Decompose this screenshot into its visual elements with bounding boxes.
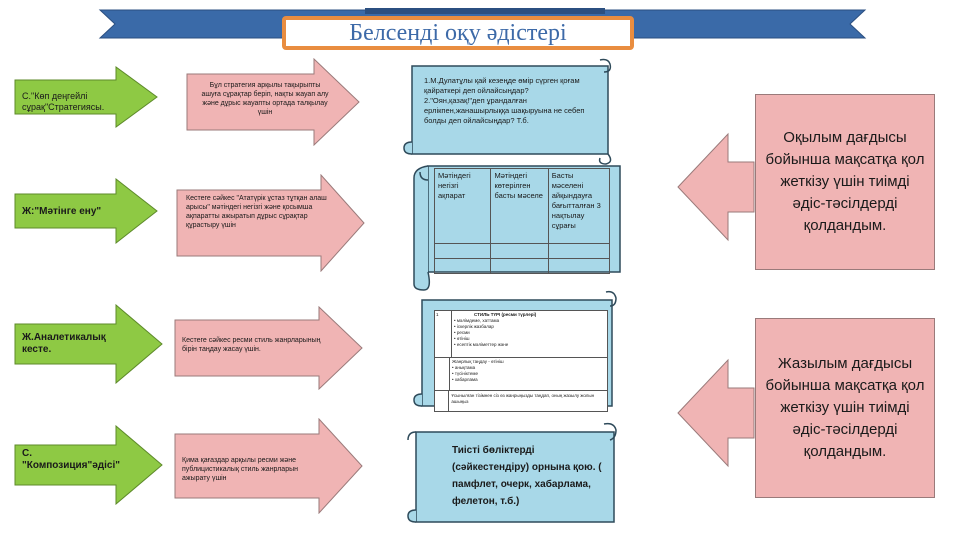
scroll-2-cell bbox=[433, 258, 492, 274]
scroll-3-row1-item: • іскерлік жазбалар bbox=[454, 324, 494, 329]
scroll-3-row2-item: • хабарлама bbox=[452, 377, 478, 382]
green-arrow-2 bbox=[14, 178, 158, 244]
pink-arrow-3 bbox=[174, 306, 363, 390]
green-arrow-2-label: Ж:"Мәтінге ену" bbox=[22, 206, 102, 217]
scroll-3-table: 1 СТИЛЬ ТҮРІ (ресми түрлері) • мәлімдеме… bbox=[434, 310, 608, 412]
pink-arrow-2 bbox=[176, 174, 365, 272]
scroll-1-line1: 1.М.Дулатұлы қай кезеңде өмір сүрген қоғ… bbox=[424, 76, 580, 95]
green-arrow-4-label: С. "Композиция"әдісі" bbox=[22, 448, 120, 471]
right-arrow-1 bbox=[677, 132, 755, 242]
scroll-1-line2: 2."Оян,қазақ!"деп ұрандалған ерлікпен,жа… bbox=[424, 96, 585, 125]
pink-arrow-2-text: Кестеге сәйкес "Ататүрік ұстаз тұтқан ал… bbox=[186, 195, 327, 229]
pink-arrow-4-text: Қима қағаздар арқылы ресми және публицис… bbox=[182, 457, 298, 482]
right-box-1-text: Оқылым дағдысы бойынша мақсатқа қол жетк… bbox=[765, 129, 925, 234]
scroll-3-row1-item: • есептік мәліметтер және bbox=[454, 342, 509, 347]
scroll-4 bbox=[407, 422, 617, 523]
green-arrow-1 bbox=[14, 66, 158, 128]
scroll-3-num: 1 bbox=[435, 311, 452, 357]
scroll-2-header-2: Мәтіндегі көтерілген басты мәселе bbox=[490, 168, 549, 244]
scroll-2-cell bbox=[433, 243, 492, 259]
scroll-2-cell bbox=[490, 258, 549, 274]
scroll-4-text: Тиісті бөліктерді (сәйкестендіру) орнына… bbox=[452, 445, 602, 507]
green-arrow-4 bbox=[14, 425, 163, 505]
pink-arrow-3-text: Кестеге сәйкес ресми стиль жанрларының б… bbox=[182, 337, 321, 353]
pink-arrow-1-text: Бұл стратегия арқылы тақырыпты ашуға сұр… bbox=[201, 82, 329, 116]
scroll-2-table: Мәтіндегі негізгі ақпарат Мәтіндегі көте… bbox=[433, 168, 611, 274]
scroll-2-cell bbox=[490, 243, 549, 259]
right-box-2: Жазылым дағдысы бойынша мақсатқа қол жет… bbox=[755, 318, 935, 498]
title-box: Белсенді оқу әдістері bbox=[282, 16, 634, 50]
scroll-3-row2-item: • анықтама bbox=[452, 365, 476, 370]
green-arrow-3 bbox=[14, 304, 163, 384]
scroll-2-header-3: Басты мәселені айқындауға бағытталған 3 … bbox=[547, 168, 611, 244]
scroll-1 bbox=[403, 58, 612, 165]
pink-arrow-1 bbox=[186, 58, 360, 146]
scroll-3-row3: Ұсынылған тізімнен сіз өз жанрыңызды таң… bbox=[451, 393, 595, 404]
scroll-3-row1-item: • өтініш bbox=[454, 336, 470, 341]
right-box-2-text: Жазылым дағдысы бойынша мақсатқа қол жет… bbox=[765, 355, 925, 460]
scroll-3-row2-item: • түсініктеме bbox=[452, 371, 479, 376]
scroll-3-row2-title: Жанрлық таңдау - өтініш bbox=[452, 359, 504, 364]
scroll-3-row1-title: СТИЛЬ ТҮРІ (ресми түрлері) bbox=[474, 312, 537, 317]
right-arrow-2 bbox=[677, 358, 755, 468]
scroll-3-row1-item: • ресми bbox=[454, 330, 470, 335]
scroll-2-header-1: Мәтіндегі негізгі ақпарат bbox=[433, 168, 492, 244]
scroll-2-cell bbox=[547, 243, 611, 259]
scroll-3-row1-item: • мәлімдеме, хаттама bbox=[454, 318, 500, 323]
green-arrow-3-label: Ж.Аналетикалық кесте. bbox=[22, 332, 106, 355]
green-arrow-1-label: С."Көп деңгейлі сұрақ"Стратегиясы. bbox=[22, 91, 105, 112]
scroll-2-cell bbox=[547, 258, 611, 274]
pink-arrow-4 bbox=[174, 418, 363, 514]
page-title: Белсенді оқу әдістері bbox=[349, 19, 567, 46]
right-box-1: Оқылым дағдысы бойынша мақсатқа қол жетк… bbox=[755, 94, 935, 270]
